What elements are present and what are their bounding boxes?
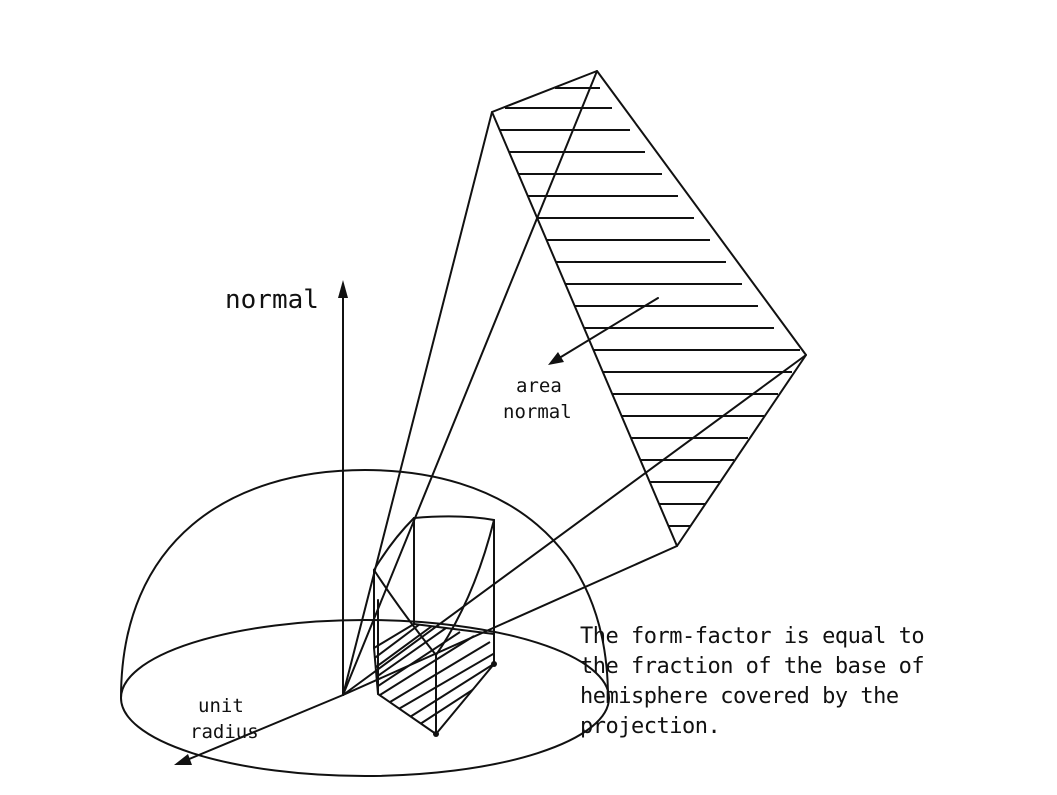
normal-label: normal (225, 285, 319, 315)
unit-radius-arrow (174, 694, 344, 765)
caption-line-3: hemisphere covered by the (580, 684, 899, 709)
normal-arrow (338, 280, 348, 696)
caption-line-1: The form-factor is equal to (580, 624, 925, 649)
area-normal-arrow (548, 297, 659, 365)
base-projection (373, 623, 497, 737)
unit-radius-label-line2: radius (190, 721, 259, 743)
projection-rays (342, 70, 807, 696)
caption-line-2: the fraction of the base of (580, 654, 925, 679)
hemisphere-dome (120, 469, 609, 699)
polygon-area (491, 70, 807, 547)
hemisphere-base (120, 619, 610, 777)
polygon-hatching (500, 87, 800, 527)
caption-line-4: projection. (580, 714, 721, 739)
caption: The form-factor is equal to the fraction… (580, 622, 925, 742)
area-normal-label-line1: area (516, 375, 562, 397)
polygon-outline (491, 70, 807, 547)
area-normal-label-line2: normal (503, 401, 572, 423)
hemisphere (120, 469, 610, 777)
unit-radius-label-line1: unit (198, 695, 244, 717)
hemisphere-projection (373, 515, 495, 656)
